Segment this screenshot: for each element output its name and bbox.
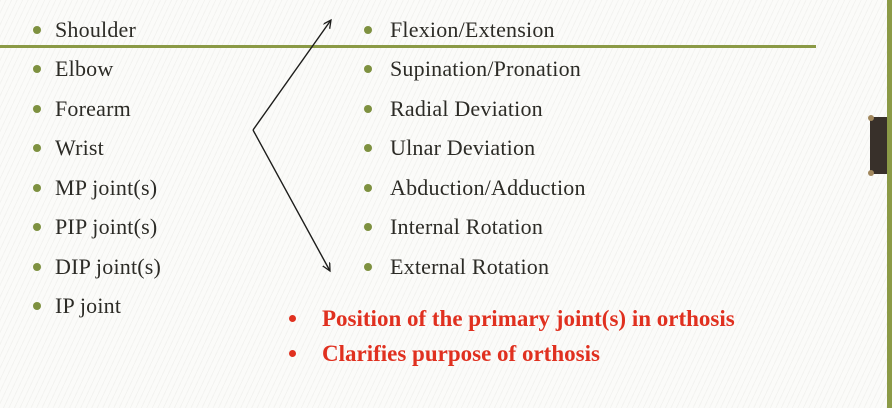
list-item-label: Position of the primary joint(s) in orth… [322, 305, 735, 331]
bullet-icon [33, 104, 41, 113]
bullet-icon [289, 350, 296, 357]
bullet-icon [364, 144, 372, 153]
list-item: Clarifies purpose of orthosis [283, 336, 735, 371]
bullet-icon [33, 65, 41, 74]
theme-edge-tab [868, 115, 887, 176]
bullet-icon [33, 223, 41, 232]
list-item: Elbow [28, 50, 161, 90]
bullet-icon [364, 65, 372, 74]
bullet-icon [33, 183, 41, 192]
list-item: Abduction/Adduction [356, 168, 586, 208]
list-item-label: Forearm [55, 95, 131, 121]
list-item: Supination/Pronation [356, 50, 586, 90]
list-item: External Rotation [356, 247, 586, 287]
list-item-label: Abduction/Adduction [390, 174, 586, 200]
bullet-icon [364, 104, 372, 113]
bullet-icon [33, 144, 41, 153]
list-item-label: Ulnar Deviation [390, 135, 536, 161]
bullet-icon [364, 223, 372, 232]
list-item: IP joint [28, 287, 161, 327]
list-item: Radial Deviation [356, 89, 586, 129]
bullet-icon [33, 302, 41, 311]
bullet-icon [364, 183, 372, 192]
bullet-icon [33, 262, 41, 271]
list-item-label: Wrist [55, 135, 104, 161]
list-item-label: Flexion/Extension [390, 16, 555, 42]
bullet-icon [289, 315, 296, 322]
list-item-label: Clarifies purpose of orthosis [322, 340, 600, 366]
motion-list: Flexion/Extension Supination/Pronation R… [356, 10, 586, 287]
emphasis-list: Position of the primary joint(s) in orth… [283, 301, 735, 371]
list-item-label: MP joint(s) [55, 174, 158, 200]
divider-line [0, 45, 816, 48]
list-item: Flexion/Extension [356, 10, 586, 50]
list-item-label: DIP joint(s) [55, 253, 162, 279]
tab-knob-bottom-icon [868, 170, 874, 176]
bullet-icon [33, 25, 41, 34]
list-item: Forearm [28, 89, 161, 129]
list-item: Shoulder [28, 10, 161, 50]
list-item-label: Internal Rotation [390, 214, 544, 240]
list-item: Internal Rotation [356, 208, 586, 248]
list-item-label: PIP joint(s) [55, 214, 158, 240]
list-item-label: Elbow [55, 56, 114, 82]
list-item-label: IP joint [55, 293, 122, 319]
list-item-label: Shoulder [55, 16, 137, 42]
bullet-icon [364, 262, 372, 271]
list-item-label: Radial Deviation [390, 95, 543, 121]
list-item-label: Supination/Pronation [390, 56, 581, 82]
list-item: PIP joint(s) [28, 208, 161, 248]
list-item: DIP joint(s) [28, 247, 161, 287]
list-item-label: External Rotation [390, 253, 550, 279]
bullet-icon [364, 25, 372, 34]
list-item: Ulnar Deviation [356, 129, 586, 169]
right-edge-stripe [887, 0, 892, 408]
list-item: Position of the primary joint(s) in orth… [283, 301, 735, 336]
joint-list: Shoulder Elbow Forearm Wrist MP joint(s)… [28, 10, 161, 326]
list-item: MP joint(s) [28, 168, 161, 208]
tab-knob-top-icon [868, 115, 874, 121]
list-item: Wrist [28, 129, 161, 169]
